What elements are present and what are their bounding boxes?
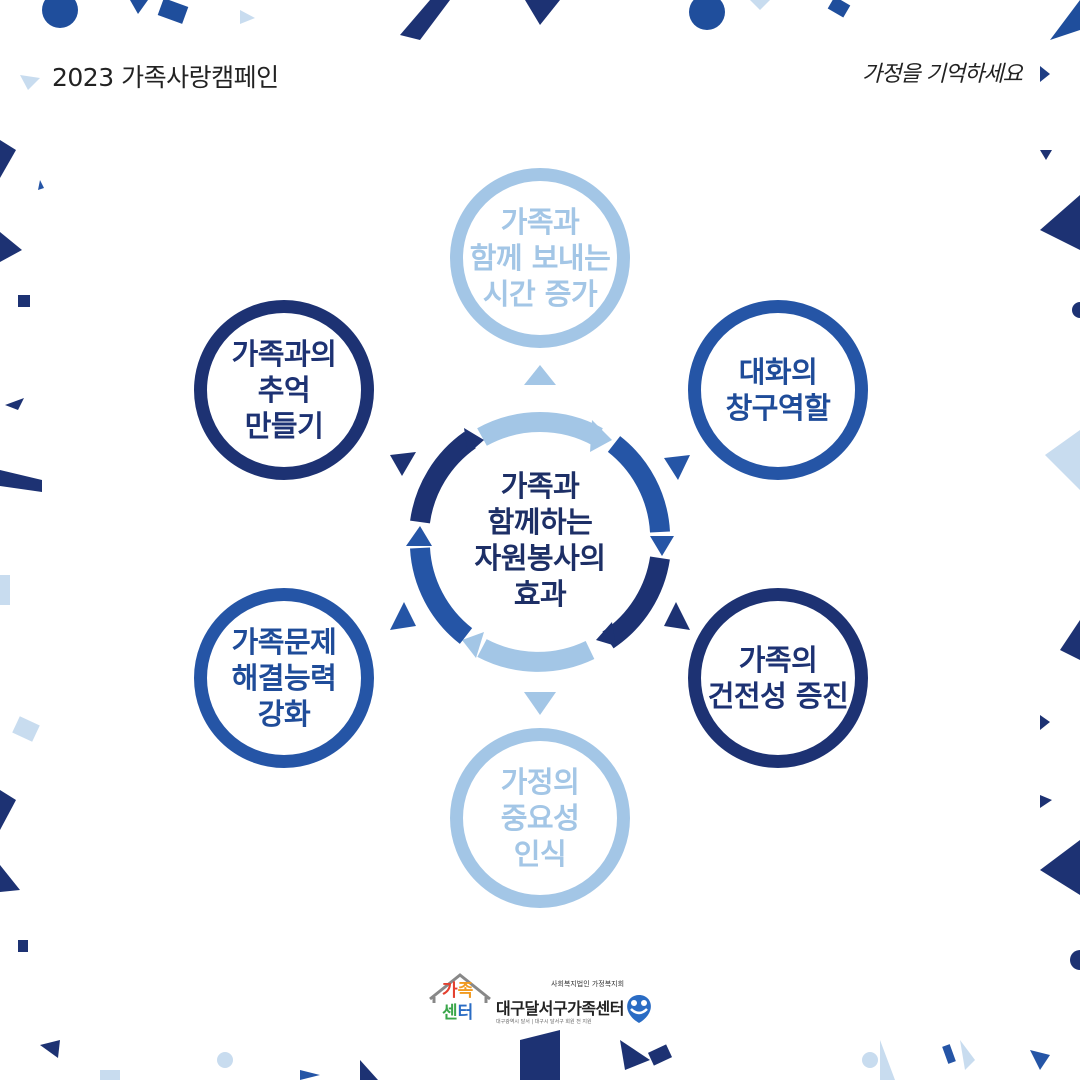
pointer-arrow-lower-right	[664, 602, 690, 630]
org-name: 대구달서구가족센터	[496, 999, 624, 1018]
ring-segment-top	[477, 412, 603, 446]
logo-text-top: 가족	[442, 981, 474, 1001]
slogan-arrow-icon	[1040, 66, 1050, 82]
org-parent: 사회복지법인 가정복지회	[551, 980, 625, 988]
campaign-title: 2023 가족사랑캠페인	[52, 63, 279, 92]
ring-segment-bottom	[477, 639, 595, 672]
ring-arrowhead	[462, 632, 484, 658]
ring-arrowhead	[650, 536, 674, 556]
slogan-handwritten: 가정을 기억하세요	[862, 62, 1023, 87]
ring-arrowhead	[590, 420, 612, 452]
pointer-arrow-top	[524, 365, 556, 385]
node-top: 가족과 함께 보내는 시간 증가	[450, 168, 630, 348]
node-lower-right: 가족의 건전성 증진	[688, 588, 868, 768]
org-address: 대구광역시 달서 | 대구시 달서구 회원 전 지원	[496, 1019, 592, 1025]
node-bottom: 가정의 중요성 인식	[450, 728, 630, 908]
pointer-arrow-bottom	[524, 692, 556, 715]
ring-arrowhead	[464, 428, 484, 454]
center-label: 가족과 함께하는 자원봉사의 효과	[474, 468, 606, 612]
node-upper-left: 가족과의 추억 만들기	[194, 300, 374, 480]
pointer-arrow-upper-left	[390, 452, 416, 476]
node-lower-left: 가족문제 해결능력 강화	[194, 588, 374, 768]
house-icon	[429, 973, 491, 1003]
family-emblem-icon	[627, 995, 651, 1023]
logo-text-bottom: 센터	[442, 1003, 474, 1023]
footer-logo: 가족 센터 가족 사회복지법인 가정복지회 대구달서구가족센터 대구광역시 달서…	[426, 965, 666, 1040]
ring-arrowhead	[596, 622, 616, 646]
pointer-arrow-upper-right	[664, 455, 690, 480]
pointer-arrow-lower-left	[390, 602, 416, 630]
ring-arrowhead	[406, 526, 432, 546]
node-upper-right: 대화의 창구역할	[688, 300, 868, 480]
